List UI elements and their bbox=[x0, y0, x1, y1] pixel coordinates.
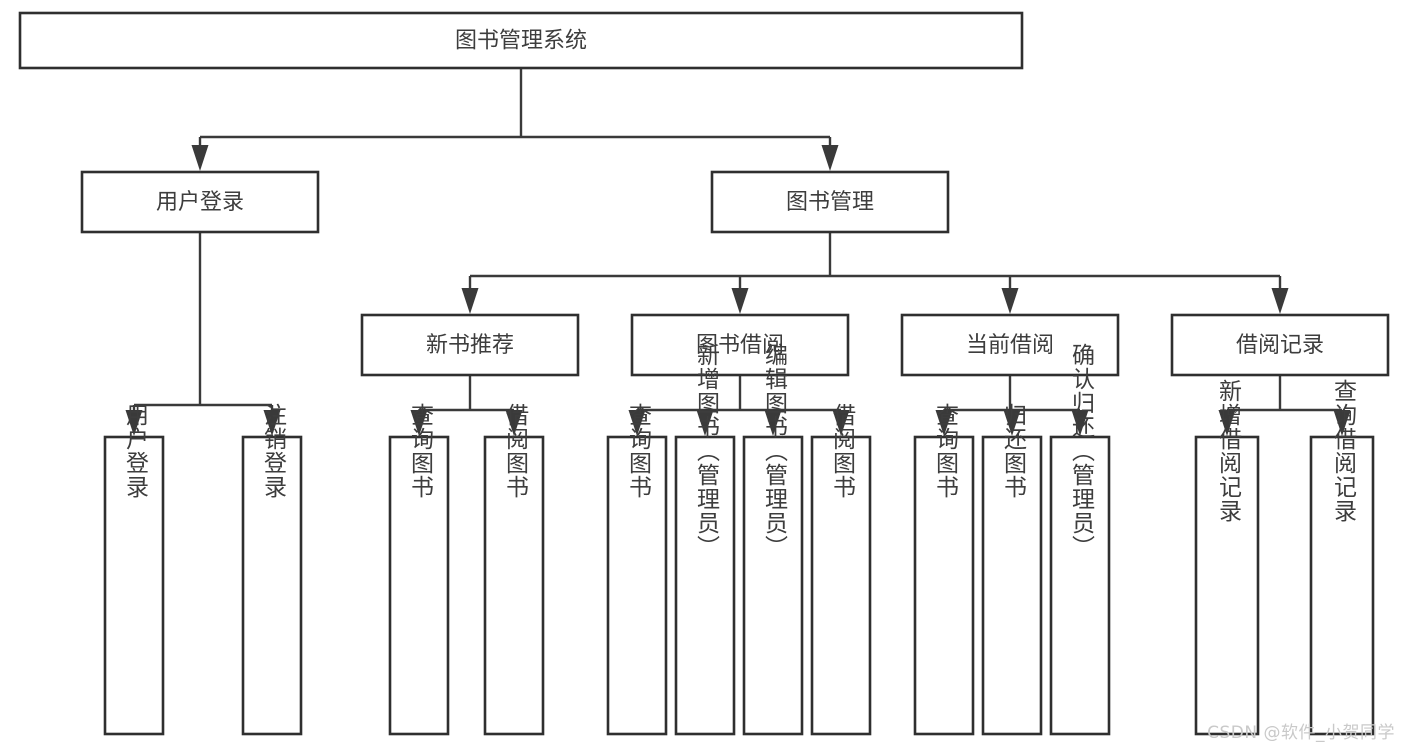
node-leaf-newbook-query[interactable]: 查询图书 bbox=[388, 403, 450, 736]
node-label: 图书管理 bbox=[786, 190, 874, 215]
node-leaf-borrow-lend[interactable]: 借阅图书 bbox=[810, 403, 872, 736]
node-leaf-newbook-borrow[interactable]: 借阅图书 bbox=[483, 403, 545, 736]
connector-group-login bbox=[125, 232, 281, 436]
node-label: 查询图书 bbox=[407, 403, 435, 499]
arrow-head-icon bbox=[764, 410, 782, 436]
node-label: 当前借阅 bbox=[966, 333, 1054, 358]
arrow-head-icon bbox=[410, 410, 428, 436]
connector-group-newbook bbox=[410, 375, 523, 436]
watermark-text: CSDN @软件_小贺同学 bbox=[1207, 723, 1395, 743]
node-leaf-user-login[interactable]: 用户登录 bbox=[103, 403, 165, 736]
node-label: 查询图书 bbox=[932, 403, 960, 499]
node-label: 编辑图书（管理员） bbox=[761, 343, 789, 559]
node-label: 图书借阅 bbox=[696, 333, 784, 358]
arrow-head-icon bbox=[1071, 410, 1089, 436]
node-box bbox=[742, 435, 804, 736]
node-label: 归还图书 bbox=[1000, 403, 1028, 499]
node-box bbox=[483, 435, 545, 736]
node-label: 查询借阅记录 bbox=[1330, 379, 1358, 523]
arrow-head-icon bbox=[628, 410, 646, 436]
arrow-head-icon bbox=[832, 410, 850, 436]
arrow-head-icon bbox=[935, 410, 953, 436]
arrow-head-icon bbox=[1003, 410, 1021, 436]
arrow-head-icon bbox=[191, 145, 209, 171]
node-box bbox=[80, 170, 320, 234]
connector-group-bookmgmt bbox=[461, 232, 1289, 314]
node-label: 注销登录 bbox=[260, 403, 288, 499]
arrow-head-icon bbox=[1218, 410, 1236, 436]
node-label: 确认归还（管理员） bbox=[1068, 343, 1096, 559]
node-box bbox=[674, 435, 736, 736]
arrow-head-icon bbox=[731, 288, 749, 314]
node-label: 用户登录 bbox=[156, 190, 244, 215]
node-box bbox=[913, 435, 975, 736]
node-current[interactable]: 当前借阅 bbox=[900, 313, 1120, 377]
arrow-head-icon bbox=[1001, 288, 1019, 314]
arrow-head-icon bbox=[1333, 410, 1351, 436]
node-box bbox=[1309, 435, 1375, 736]
node-label: 新增借阅记录 bbox=[1215, 379, 1243, 523]
connector-group-root bbox=[191, 68, 839, 171]
node-box bbox=[1194, 435, 1260, 736]
arrow-head-icon bbox=[1271, 288, 1289, 314]
node-box bbox=[606, 435, 668, 736]
node-newbook[interactable]: 新书推荐 bbox=[360, 313, 580, 377]
node-box bbox=[103, 435, 165, 736]
node-label: 借阅图书 bbox=[829, 403, 857, 499]
arrow-head-icon bbox=[821, 145, 839, 171]
node-records[interactable]: 借阅记录 bbox=[1170, 313, 1390, 377]
arrow-head-icon bbox=[505, 410, 523, 436]
node-leaf-borrow-edit[interactable]: 编辑图书（管理员） bbox=[742, 343, 804, 736]
node-box bbox=[900, 313, 1120, 377]
node-box bbox=[388, 435, 450, 736]
node-leaf-current-return[interactable]: 归还图书 bbox=[981, 403, 1043, 736]
node-box bbox=[630, 313, 850, 377]
connector-layer bbox=[125, 68, 1351, 436]
node-label: 图书管理系统 bbox=[455, 29, 587, 54]
arrow-head-icon bbox=[461, 288, 479, 314]
arrow-head-icon bbox=[696, 410, 714, 436]
node-box bbox=[241, 435, 303, 736]
node-leaf-borrow-add[interactable]: 新增图书（管理员） bbox=[674, 343, 736, 736]
node-leaf-current-confirm[interactable]: 确认归还（管理员） bbox=[1049, 343, 1111, 736]
node-label: 新增图书（管理员） bbox=[693, 343, 721, 559]
node-borrow[interactable]: 图书借阅 bbox=[630, 313, 850, 377]
node-box bbox=[1170, 313, 1390, 377]
node-leaf-user-logout[interactable]: 注销登录 bbox=[241, 403, 303, 736]
connector-group-current bbox=[935, 375, 1089, 436]
node-label: 用户登录 bbox=[122, 403, 150, 499]
node-label: 新书推荐 bbox=[426, 333, 514, 358]
connector-group-records bbox=[1218, 375, 1351, 436]
node-box bbox=[1049, 435, 1111, 736]
node-leaf-current-query[interactable]: 查询图书 bbox=[913, 403, 975, 736]
node-box bbox=[810, 435, 872, 736]
node-bookmgmt[interactable]: 图书管理 bbox=[710, 170, 950, 234]
node-box bbox=[360, 313, 580, 377]
node-label: 借阅记录 bbox=[1236, 333, 1324, 358]
node-leaf-records-query[interactable]: 查询借阅记录 bbox=[1309, 379, 1375, 736]
node-root[interactable]: 图书管理系统 bbox=[18, 11, 1024, 70]
node-box bbox=[981, 435, 1043, 736]
node-login[interactable]: 用户登录 bbox=[80, 170, 320, 234]
arrow-head-icon bbox=[125, 410, 143, 436]
connector-group-borrow bbox=[628, 375, 850, 436]
arrow-head-icon bbox=[263, 410, 281, 436]
node-box bbox=[710, 170, 950, 234]
node-layer: 图书管理系统用户登录图书管理新书推荐图书借阅当前借阅借阅记录用户登录注销登录查询… bbox=[18, 11, 1390, 736]
node-leaf-records-add[interactable]: 新增借阅记录 bbox=[1194, 379, 1260, 736]
node-box bbox=[18, 11, 1024, 70]
node-label: 借阅图书 bbox=[502, 403, 530, 499]
node-label: 查询图书 bbox=[625, 403, 653, 499]
node-leaf-borrow-query[interactable]: 查询图书 bbox=[606, 403, 668, 736]
